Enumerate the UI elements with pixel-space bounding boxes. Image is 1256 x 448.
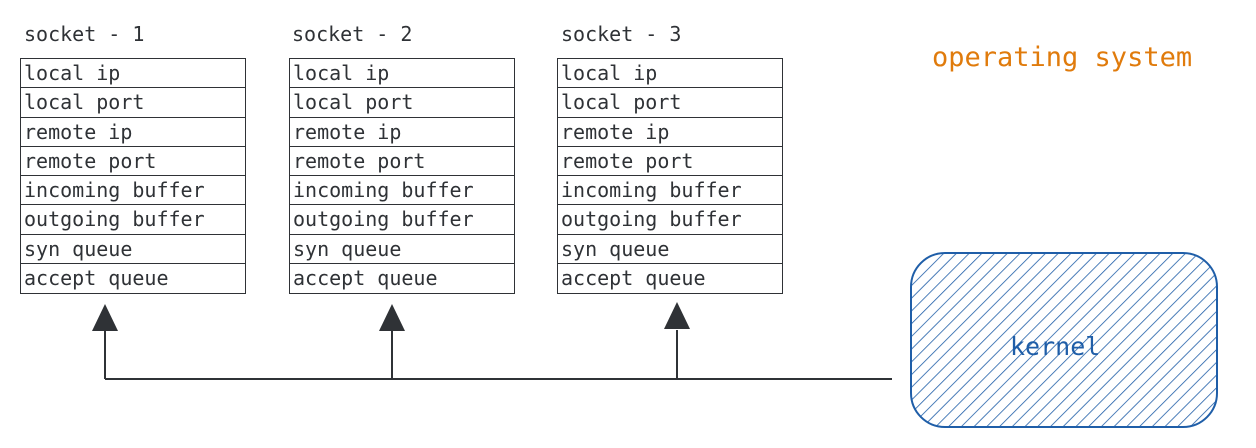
socket-1-field: remote ip: [21, 118, 245, 147]
socket-3-title: socket - 3: [561, 22, 682, 46]
socket-3-field: remote ip: [558, 118, 782, 147]
socket-3-field: outgoing buffer: [558, 205, 782, 235]
socket-2-field: local ip: [290, 59, 514, 89]
socket-2-field: accept queue: [293, 266, 438, 291]
operating-system-label: operating system: [932, 42, 1193, 73]
socket-1-field: incoming buffer: [21, 176, 245, 206]
socket-2-field: incoming buffer: [290, 176, 514, 206]
kernel-label: kernel: [1010, 332, 1101, 361]
socket-3-field: incoming buffer: [558, 176, 782, 206]
socket-3-field: local ip: [558, 59, 782, 89]
socket-3-field: remote port: [558, 147, 782, 177]
arrow-head-socket-2: [379, 304, 405, 331]
socket-1-table: local ip local port remote ip remote por…: [20, 58, 246, 295]
socket-2-table: local ip local port remote ip remote por…: [289, 58, 515, 295]
socket-2-title: socket - 2: [292, 22, 413, 46]
socket-1-field: local port: [21, 88, 245, 118]
arrow-head-socket-3: [664, 302, 690, 329]
socket-2-field: syn queue: [290, 235, 514, 265]
socket-1-field: outgoing buffer: [21, 205, 245, 235]
socket-1-field: accept queue: [24, 266, 169, 291]
socket-2-field: remote ip: [290, 118, 514, 147]
socket-3-field: accept queue: [561, 266, 706, 291]
socket-3-field: syn queue: [558, 235, 782, 265]
arrow-head-socket-1: [92, 304, 118, 331]
socket-2-field: local port: [290, 88, 514, 118]
socket-1-field: local ip: [21, 59, 245, 89]
socket-2-field: outgoing buffer: [290, 205, 514, 235]
socket-3-table: local ip local port remote ip remote por…: [557, 58, 783, 295]
kernel-block: [910, 252, 1218, 428]
socket-2-field: remote port: [290, 147, 514, 177]
socket-1-field: remote port: [21, 147, 245, 177]
socket-1-title: socket - 1: [24, 22, 145, 46]
socket-1-field: syn queue: [21, 235, 245, 265]
socket-3-field: local port: [558, 88, 782, 118]
